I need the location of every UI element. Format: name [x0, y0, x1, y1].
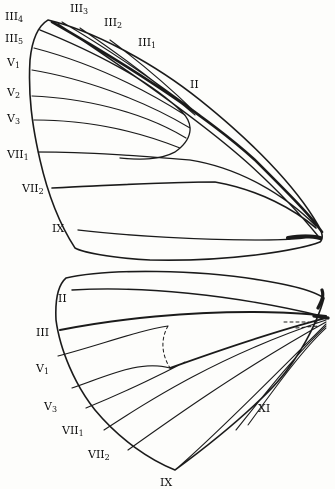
hindwing: [56, 271, 328, 470]
label-v1: V1: [6, 56, 20, 70]
forewing-outline: [29, 20, 322, 260]
label-v2: V2: [6, 86, 20, 100]
hindwing-vein-ix: [175, 324, 326, 470]
label-hw-vii2: VII2: [87, 448, 110, 462]
label-vii1: VII1: [6, 148, 29, 162]
label-hw-iii: III: [36, 326, 49, 339]
label-iii5: III5: [5, 32, 23, 46]
label-ix: IX: [52, 222, 64, 235]
label-iii3: III3: [70, 2, 88, 16]
forewing: [29, 20, 322, 260]
forewing-labels: III4 III3 III2 III1 III5 II V1 V2 V3 VII…: [5, 2, 199, 235]
hindwing-cell-lower: [170, 318, 326, 368]
forewing-base: [288, 237, 320, 239]
forewing-vein-ix: [78, 230, 318, 240]
hindwing-discal-dash: [163, 326, 170, 368]
label-ii: II: [190, 78, 199, 91]
label-hw-ii: II: [58, 292, 67, 305]
label-iii4: III4: [5, 10, 23, 24]
label-hw-vii1: VII1: [61, 424, 84, 438]
hindwing-vein-iii: [60, 312, 326, 330]
hindwing-vein-v3: [86, 362, 185, 408]
label-hw-v3: V3: [43, 400, 57, 414]
forewing-vein-v2: [32, 96, 186, 138]
hindwing-vein-v1: [58, 326, 168, 356]
forewing-vein-v3: [34, 120, 180, 148]
label-hw-ix: IX: [160, 476, 172, 489]
hindwing-vein-vii1: [104, 320, 326, 430]
label-vii2: VII2: [21, 182, 44, 196]
label-hw-xi: XI: [258, 402, 270, 415]
forewing-vein-vii2: [52, 182, 316, 228]
label-v3: V3: [6, 112, 20, 126]
label-iii2: III2: [104, 16, 122, 30]
label-iii1: III1: [138, 36, 156, 50]
label-hw-v1: V1: [35, 362, 49, 376]
hindwing-vein-vii2: [128, 322, 326, 450]
